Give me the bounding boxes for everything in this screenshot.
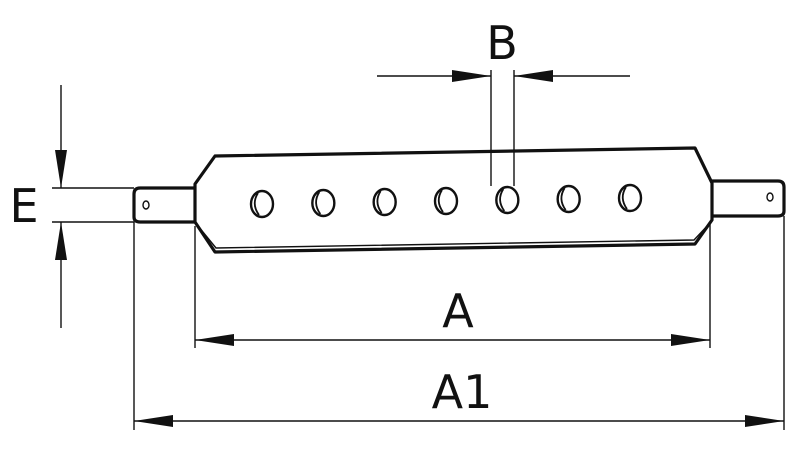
right-end-tab [712,179,786,218]
dimension-a-arrow-left [195,334,234,346]
dimension-b-arrow-right [514,70,553,82]
hole [556,184,581,214]
hole [433,186,459,216]
dimension-a1-arrow-right [745,415,784,427]
hole-rim [495,185,520,215]
dimension-a-arrow-right [671,334,710,346]
hole-rim [617,183,643,213]
hole-bore-edge [376,190,383,214]
hole-row [249,183,643,219]
hole-bore-edge [253,192,260,216]
hole [249,189,275,219]
hole-bore-edge [621,186,628,210]
hole-rim [433,186,459,216]
dimension-a-label: A [442,284,474,338]
dimension-b-arrow-left [452,70,491,82]
dimension-a: A [194,222,711,348]
drawbar-bottom-edge [197,222,711,249]
left-end-tab [132,186,195,224]
dimension-b-label: B [486,16,518,70]
hole-rim [311,188,336,218]
hole-bore-edge [315,191,322,215]
dimension-e: E [9,85,134,328]
dimension-e-arrow-bottom [55,222,67,260]
hole [311,188,336,218]
hole-rim [372,187,397,217]
dimension-a1-arrow-left [134,415,173,427]
hole-rim [556,184,581,214]
dimension-e-arrow-top [55,150,67,188]
left-tab-pin-hole [142,200,150,210]
hole-rim [249,189,275,219]
hole-bore-edge [560,187,567,211]
hole [372,187,397,217]
drawbar-body-outline [193,146,714,254]
right-tab-pin-hole [766,192,774,202]
hole-bore-edge [499,188,506,212]
dimension-e-label: E [9,179,38,233]
dimension-a1-label: A1 [432,365,493,419]
hole [495,185,520,215]
hole-bore-edge [437,189,444,213]
dimension-b: B [377,16,630,186]
dimension-a1: A1 [133,216,785,430]
hole [617,183,643,213]
